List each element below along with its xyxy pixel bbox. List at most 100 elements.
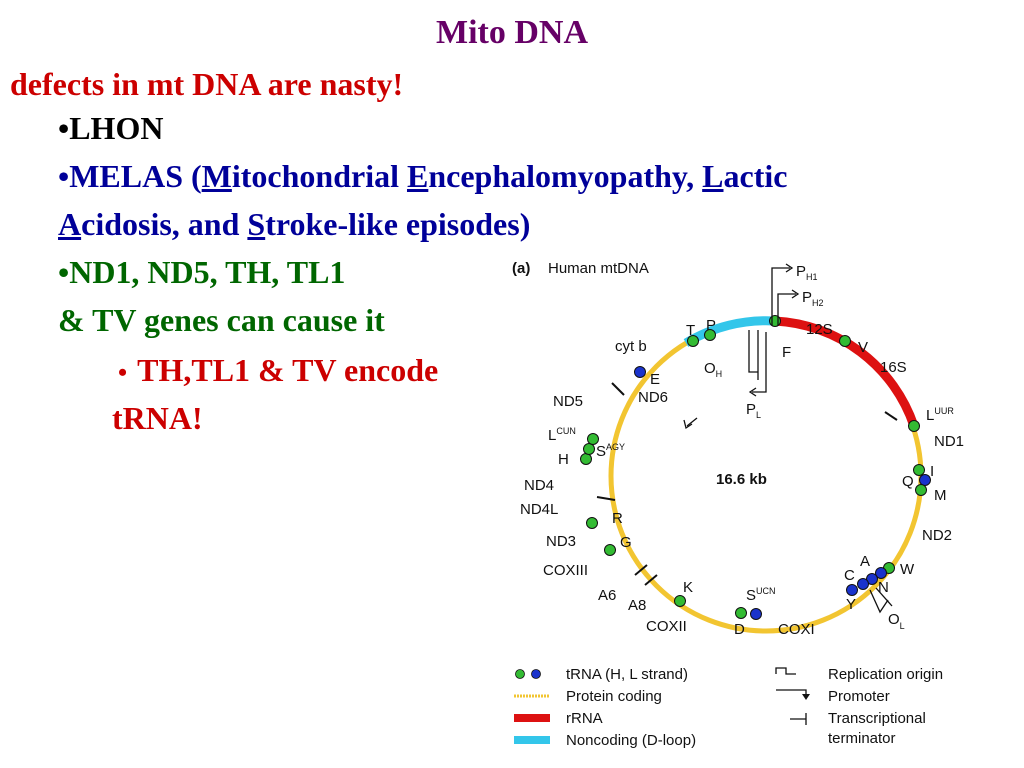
genome-size: 16.6 kb bbox=[716, 471, 767, 488]
bullet-genes: •ND1, ND5, TH, TL1 bbox=[58, 254, 345, 291]
label-16s: 16S bbox=[880, 359, 907, 376]
trna-i-marker bbox=[913, 464, 925, 476]
bullet-marker: • bbox=[58, 110, 70, 146]
trna-h-marker bbox=[580, 453, 592, 465]
melas-text-2: itochondrial bbox=[231, 158, 407, 194]
ph2-arrowhead bbox=[791, 289, 800, 299]
trna-y-marker bbox=[846, 584, 858, 596]
legend-promoter: Promoter bbox=[828, 688, 890, 705]
legend-noncoding-swatch bbox=[514, 736, 550, 744]
label-i: I bbox=[930, 463, 934, 480]
trna-n-marker bbox=[866, 573, 878, 585]
bullet-marker: • bbox=[58, 254, 70, 290]
slide-subtitle: defects in mt DNA are nasty! bbox=[10, 66, 404, 102]
ph1-promoter-arrow bbox=[771, 267, 790, 326]
oh-origin-bracket bbox=[748, 330, 758, 373]
label-coxii: COXII bbox=[646, 618, 687, 635]
label-d: D bbox=[734, 621, 745, 638]
legend-trna: tRNA (H, L strand) bbox=[566, 666, 688, 683]
legend-protein: Protein coding bbox=[566, 688, 662, 705]
label-nd1: ND1 bbox=[934, 433, 964, 450]
trna-q-marker bbox=[919, 474, 931, 486]
trna-a-marker bbox=[875, 567, 887, 579]
label-n: N bbox=[878, 579, 889, 596]
label-luur: LUUR bbox=[926, 406, 954, 424]
rrna-arc bbox=[774, 316, 919, 428]
label-nd3: ND3 bbox=[546, 533, 576, 550]
label-oh: OH bbox=[704, 360, 722, 379]
label-pl: PL bbox=[746, 401, 761, 420]
melas-initial-l: L bbox=[702, 158, 724, 194]
label-nd5: ND5 bbox=[553, 393, 583, 410]
label-c: C bbox=[844, 567, 855, 584]
label-m: M bbox=[934, 487, 947, 504]
diagram-legend: tRNA (H, L strand) Protein coding rRNA N… bbox=[514, 666, 943, 749]
legend-trna-h-swatch bbox=[515, 669, 525, 679]
label-cytb: cyt b bbox=[615, 338, 647, 355]
trna-luur-marker bbox=[908, 420, 920, 432]
label-v: V bbox=[858, 339, 868, 356]
label-lcun: LCUN bbox=[548, 426, 576, 444]
genes-continuation: & TV genes can cause it bbox=[58, 302, 385, 338]
label-h: H bbox=[558, 451, 569, 468]
ph1-arrowhead bbox=[785, 263, 794, 273]
melas-initial-s: S bbox=[247, 206, 266, 242]
ol-origin-line bbox=[875, 587, 893, 607]
label-12s: 12S bbox=[806, 321, 833, 338]
melas-continuation: Acidosis, and Stroke-like episodes) bbox=[58, 206, 530, 243]
legend-replication: Replication origin bbox=[828, 666, 943, 683]
trna-c-marker bbox=[857, 578, 869, 590]
trna-m-marker bbox=[915, 484, 927, 496]
label-g: G bbox=[620, 534, 632, 551]
bullet-melas: •MELAS (Mitochondrial Encephalomyopathy,… bbox=[58, 158, 787, 195]
label-a: A bbox=[860, 553, 870, 570]
lhon-text: LHON bbox=[69, 110, 164, 146]
trna-t-marker bbox=[687, 335, 699, 347]
label-nd4: ND4 bbox=[524, 477, 554, 494]
trna-g-marker bbox=[604, 544, 616, 556]
label-a8: A8 bbox=[628, 597, 646, 614]
legend-rrna: rRNA bbox=[566, 710, 603, 727]
trna-d-marker bbox=[735, 607, 747, 619]
trna-lcun-marker bbox=[587, 433, 599, 445]
label-w: W bbox=[900, 561, 915, 578]
pl-arrowhead bbox=[748, 387, 757, 397]
panel-label: (a) bbox=[512, 260, 530, 277]
pl-promoter-arrow bbox=[752, 332, 767, 393]
label-e: E bbox=[650, 371, 660, 388]
ph2-promoter-arrow bbox=[777, 293, 796, 326]
label-q: Q bbox=[902, 473, 914, 490]
trna-e-marker bbox=[634, 366, 646, 378]
trna-sucn-marker bbox=[750, 608, 762, 620]
sub-bullet-text: TH,TL1 & TV encode bbox=[137, 352, 439, 388]
label-ph2: PH2 bbox=[802, 289, 824, 308]
label-r: R bbox=[612, 510, 623, 527]
label-f: F bbox=[782, 344, 791, 361]
melas-text-4: actic bbox=[723, 158, 788, 194]
melas-text-3: ncephalomyopathy, bbox=[428, 158, 703, 194]
dloop-arc bbox=[683, 316, 776, 347]
label-coxi: COXI bbox=[778, 621, 815, 638]
melas-text-1: MELAS ( bbox=[69, 158, 202, 194]
legend-terminator-icon bbox=[790, 713, 807, 725]
label-ph1: PH1 bbox=[796, 263, 818, 282]
label-ol: OL bbox=[888, 611, 905, 631]
label-p: P bbox=[706, 317, 716, 334]
trna-v-marker bbox=[839, 335, 851, 347]
promoter-arrows bbox=[683, 263, 893, 614]
melas-initial-a: A bbox=[58, 206, 82, 242]
legend-terminator-1: Transcriptional bbox=[828, 710, 926, 727]
sub-bullet-marker: • bbox=[118, 358, 128, 387]
legend-noncoding: Noncoding (D-loop) bbox=[566, 732, 696, 749]
melas-initial-e: E bbox=[406, 158, 429, 194]
melas-text-5: cidosis, and bbox=[81, 206, 248, 242]
trna-p-marker bbox=[704, 329, 716, 341]
label-a6: A6 bbox=[598, 587, 616, 604]
gene-boundary-ticks bbox=[596, 382, 898, 586]
slide-title: Mito DNA bbox=[435, 14, 589, 51]
genes-text-1: ND1, ND5, TH, TL1 bbox=[69, 254, 346, 290]
label-nd6: ND6 bbox=[638, 389, 668, 406]
panel-caption: Human mtDNA bbox=[548, 260, 649, 277]
